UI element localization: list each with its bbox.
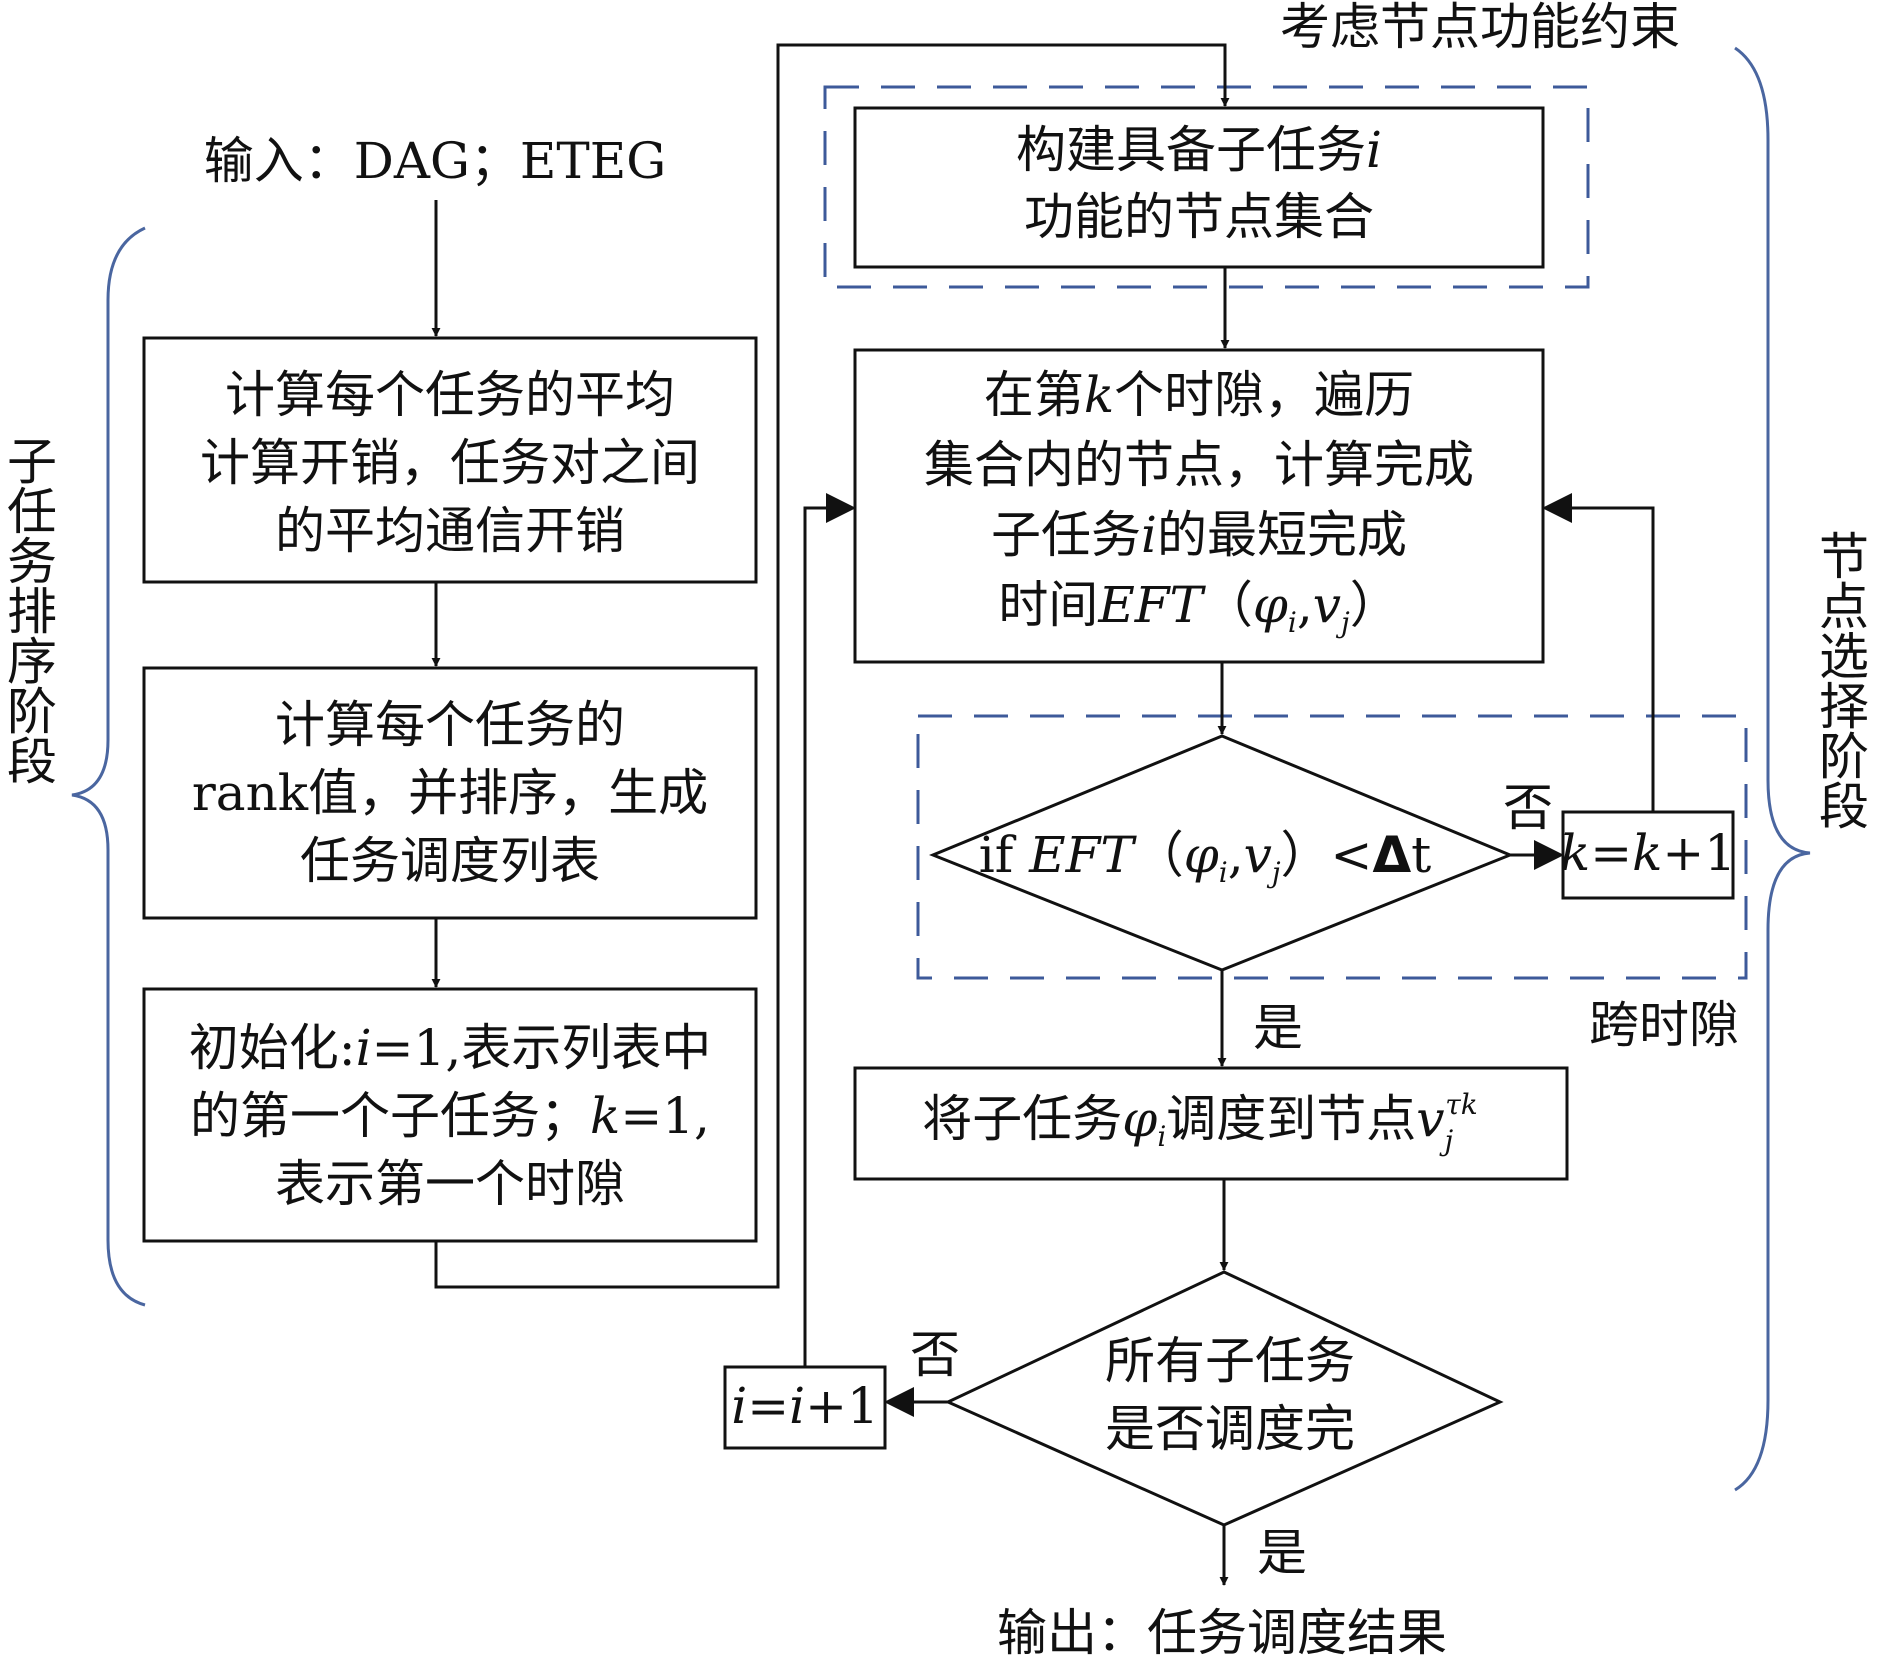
all-done-yes-label: 是 (1257, 1524, 1307, 1582)
eft-check-diamond: if EFT（φi,vj）<Δt (929, 734, 1514, 972)
right-phase-label: 节点选择阶段 (1811, 530, 1869, 830)
traverse-line-3: 子任务i的最短完成 (991, 506, 1407, 564)
constraint-label: 考虑节点功能约束 (1280, 0, 1680, 56)
i-increment-box: i=i+1 (723, 1365, 887, 1450)
left-phase-label: 子任务排序阶段 (0, 435, 57, 785)
eft-check-text: if EFT（φi,vj）<Δt (979, 826, 1431, 889)
all-done-diamond: 所有子任务 是否调度完 (944, 1270, 1504, 1527)
k-increment-box: k=k+1 (1560, 810, 1736, 900)
init-line-2: 的第一个子任务；k=1, (190, 1087, 710, 1145)
i-increment-text: i=i+1 (731, 1377, 879, 1435)
avg-cost-line-1: 计算每个任务的平均 (225, 366, 675, 424)
avg-cost-box: 计算每个任务的平均 计算开销，任务对之间 的平均通信开销 (142, 336, 758, 584)
cross-slot-label: 跨时隙 (1589, 996, 1739, 1054)
rank-line-2: rank值，并排序，生成 (192, 764, 708, 822)
input-label: 输入：DAG；ETEG (204, 132, 666, 190)
traverse-line-4: 时间EFT（φi,vj） (998, 576, 1399, 639)
left-phase-bracket (71, 226, 146, 1307)
cross-slot-region (916, 714, 1748, 980)
output-label: 输出：任务调度结果 (997, 1604, 1447, 1661)
all-done-no-label: 否 (910, 1326, 960, 1384)
right-phase-bracket (1734, 46, 1811, 1492)
node-set-line-1: 构建具备子任务i (1016, 121, 1382, 179)
node-set-line-2: 功能的节点集合 (1024, 188, 1374, 246)
schedule-text: 将子任务φi调度到节点vjτk (922, 1088, 1477, 1157)
traverse-line-1: 在第k个时隙，遍历 (984, 366, 1414, 424)
arrow-init-to-node-set (434, 43, 1230, 1289)
all-done-line-2: 是否调度完 (1105, 1400, 1355, 1458)
avg-cost-line-3: 的平均通信开销 (275, 502, 625, 560)
arrow-k-increment-to-traverse (1542, 493, 1655, 812)
schedule-box: 将子任务φi调度到节点vjτk (853, 1066, 1569, 1181)
init-line-3: 表示第一个时隙 (275, 1155, 625, 1213)
rank-box: 计算每个任务的 rank值，并排序，生成 任务调度列表 (142, 666, 758, 920)
traverse-box: 在第k个时隙，遍历 集合内的节点，计算完成 子任务i的最短完成 时间EFT（φi… (853, 348, 1545, 664)
eft-check-no-label: 否 (1503, 779, 1553, 837)
avg-cost-line-2: 计算开销，任务对之间 (200, 434, 700, 492)
arrow-i-increment-to-traverse (803, 493, 856, 1367)
eft-check-yes-label: 是 (1253, 999, 1303, 1057)
rank-line-1: 计算每个任务的 (275, 696, 625, 754)
init-line-1: 初始化:i=1,表示列表中 (189, 1019, 711, 1077)
node-set-box: 构建具备子任务i 功能的节点集合 (853, 106, 1545, 269)
rank-line-3: 任务调度列表 (300, 832, 600, 890)
k-increment-text: k=k+1 (1560, 824, 1736, 882)
traverse-line-2: 集合内的节点，计算完成 (924, 436, 1474, 494)
init-box: 初始化:i=1,表示列表中 的第一个子任务；k=1, 表示第一个时隙 (142, 987, 758, 1243)
all-done-line-1: 所有子任务 (1105, 1332, 1355, 1390)
node-function-constraint-region (823, 85, 1590, 289)
